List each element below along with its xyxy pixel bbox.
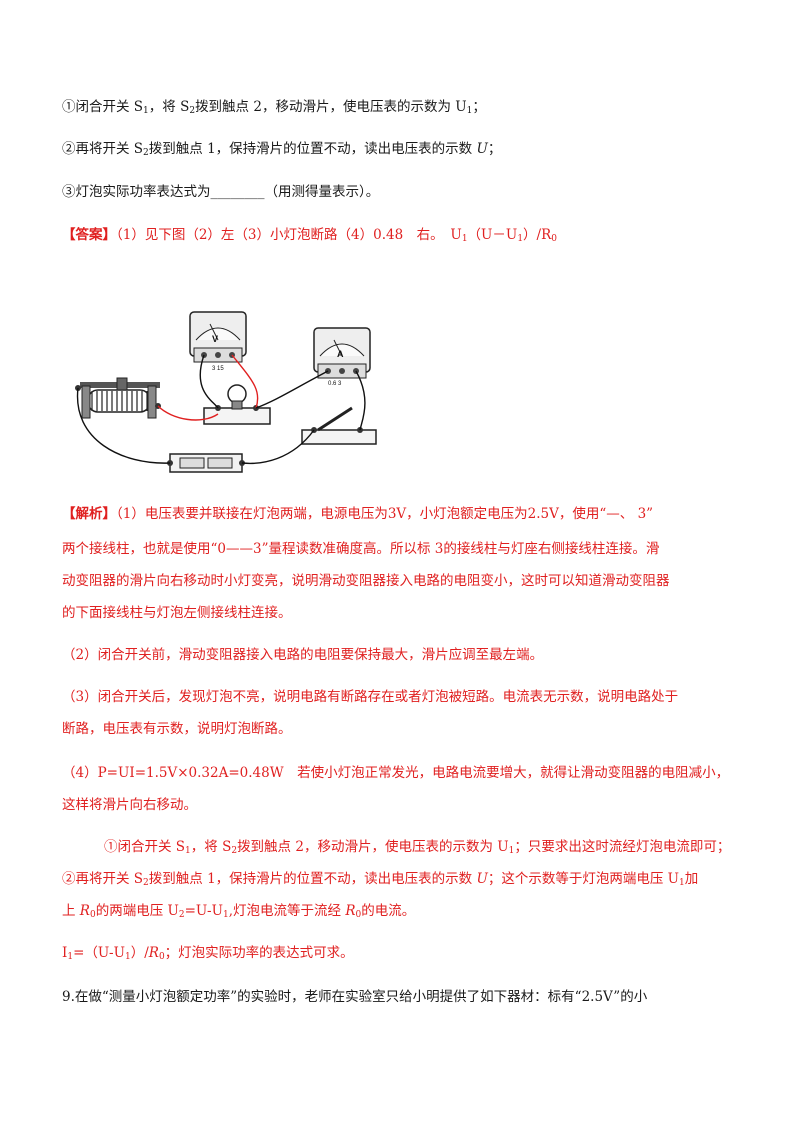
analysis-p1-line4: 的下面接线柱与灯泡左侧接线柱连接。 [62, 605, 292, 621]
analysis-p4-line1: （4）P=UI=1.5V×0.32A=0.48W 若使小灯泡正常发光，电路电流要… [62, 765, 730, 781]
question-step-1: ①闭合开关 S1，将 S2拨到触点 2，移动滑片，使电压表的示数为 U1； [62, 99, 486, 116]
switch [301, 406, 377, 445]
analysis-p5-line1: ①闭合开关 S1，将 S2拨到触点 2，移动滑片，使电压表的示数为 U1；只要求… [104, 839, 731, 856]
svg-text:A: A [337, 349, 344, 359]
ammeter: A 0.6 3 [313, 327, 371, 387]
analysis-p1-line1: 【解析】（1）电压表要并联接在灯泡两端，电源电压为3V，小灯泡额定电压为2.5V… [62, 506, 654, 522]
analysis-tag: 【解析】 [62, 506, 116, 522]
analysis-p4-line2: 这样将滑片向右移动。 [62, 797, 197, 813]
analysis-p5-line3: 上 R0的两端电压 U2=U-U1,灯泡电流等于流经 R0的电流。 [62, 903, 416, 920]
analysis-p1-line3: 动变阻器的滑片向右移动时小灯变亮，说明滑动变阻器接入电路的电阻变小，这时可以知道… [62, 573, 670, 589]
analysis-p6: I1=（U-U1）/R0；灯泡实际功率的表达式可求。 [62, 945, 354, 962]
analysis-p5-line2: ②再将开关 S2拨到触点 1，保持滑片的位置不动，读出电压表的示数 U；这个示数… [62, 871, 699, 888]
answer-tag: 【答案】 [62, 227, 116, 243]
battery [167, 453, 245, 473]
question-step-2: ②再将开关 S2拨到触点 1，保持滑片的位置不动，读出电压表的示数 U； [62, 141, 502, 158]
circuit-figure: V 3 15 A 0.6 3 [75, 311, 377, 473]
lamp [203, 384, 271, 425]
question-step-3: ③灯泡实际功率表达式为________（用测得量表示）。 [62, 184, 380, 200]
svg-text:0.6 3: 0.6 3 [328, 381, 342, 387]
svg-text:3 15: 3 15 [212, 366, 224, 372]
voltmeter: V 3 15 [189, 311, 247, 372]
svg-text:V: V [212, 334, 218, 344]
analysis-p3-line1: （3）闭合开关后，发现灯泡不亮，说明电路有断路存在或者灯泡被短路。电流表无示数，… [62, 689, 679, 705]
rheostat [75, 377, 161, 419]
analysis-p2: （2）闭合开关前，滑动变阻器接入电路的电阻要保持最大，滑片应调至最左端。 [62, 647, 544, 663]
wires [76, 354, 366, 465]
next-question: 9.在做“测量小灯泡额定功率”的实验时，老师在实验室只给小明提供了如下器材：标有… [62, 989, 648, 1005]
answer-expression: U1（U－U1）/R0 [450, 227, 557, 244]
analysis-p3-line2: 断路，电压表有示数，说明灯泡断路。 [62, 721, 292, 737]
answer-line: 【答案】（1）见下图（2）左（3）小灯泡断路（4）0.48 右。 U1（U－U1… [62, 227, 557, 244]
analysis-p1-line2: 两个接线柱，也就是使用“0——3”量程读数准确度高。所以标 3的接线柱与灯座右侧… [62, 541, 660, 557]
